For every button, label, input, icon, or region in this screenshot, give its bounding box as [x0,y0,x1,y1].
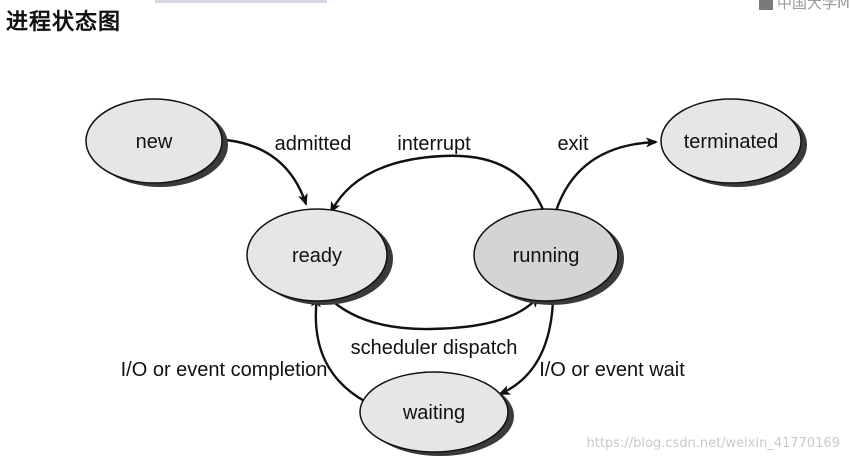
top-accent-bar [155,0,327,3]
state-new-label: new [136,131,173,153]
label-scheduler-dispatch: scheduler dispatch [351,337,518,359]
label-exit: exit [557,133,589,155]
state-ready-label: ready [292,245,342,267]
label-interrupt: interrupt [397,133,471,155]
arrow-exit [554,137,658,212]
corner-logo: 中国大学M [759,0,850,13]
logo-icon [759,0,774,10]
state-terminated-label: terminated [684,131,779,153]
label-admitted: admitted [275,133,352,155]
page-title: 进程状态图 [6,10,122,35]
state-waiting: waiting [359,371,514,456]
label-io-event-completion: I/O or event completion [121,359,328,381]
watermark-text: https://blog.csdn.net/weixin_41770169 [586,436,840,451]
label-io-event-wait: I/O or event wait [539,359,685,381]
logo-text: 中国大学M [777,0,850,12]
arrow-scheduler-dispatch [325,294,540,331]
arrow-io-event-completion [310,295,367,404]
state-terminated: terminated [660,98,807,187]
arrow-io-event-wait [498,299,555,396]
state-running: running [473,208,624,305]
state-new: new [85,98,228,187]
state-waiting-label: waiting [402,402,465,424]
arrow-interrupt [329,154,546,214]
state-running-label: running [513,245,580,267]
arrow-admitted [225,138,308,206]
state-ready: ready [246,208,393,305]
